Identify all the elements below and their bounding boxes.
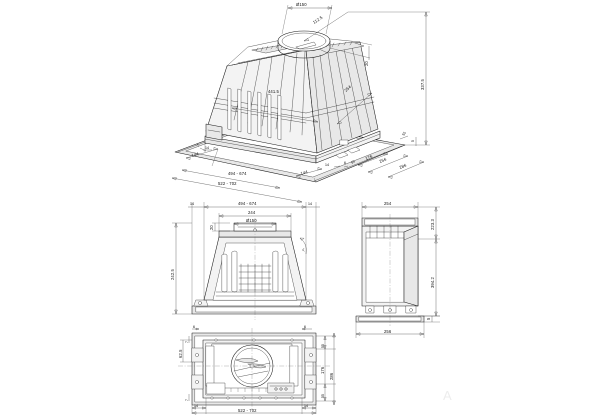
iso-dim-duct-diameter: Ø150	[296, 2, 307, 7]
front-dimensions: 494 - 674 14 14 244 Ø150 20	[170, 201, 320, 315]
iso-dim-body-depth: 254	[343, 84, 352, 93]
iso-dim-total-height: 337.5	[420, 78, 425, 90]
plan-dim-edge-l: 6	[193, 325, 195, 329]
plan-view: 6 6 7 7 62.5 55 176	[178, 325, 336, 415]
plan-dim-height-left: 62.5	[178, 349, 183, 358]
iso-dim-notch-b: 14	[325, 163, 329, 167]
iso-fittings	[335, 139, 361, 159]
iso-dim-depth-mid: 256	[379, 156, 388, 164]
iso-dim-depth-inner: 176	[365, 153, 374, 161]
side-dim-upper-height: 223.3	[430, 218, 435, 230]
plan-dim-flange-b: 7	[185, 399, 189, 401]
side-dim-lower-height: 394.2	[430, 276, 435, 288]
iso-dim-cutout-width: 494 - 674	[228, 171, 247, 176]
front-view: 494 - 674 14 14 244 Ø150 20	[170, 201, 320, 320]
iso-base	[204, 130, 381, 164]
front-dim-duct-diameter: Ø150	[246, 218, 257, 223]
plan-dimensions: 6 6 7 7 62.5 55 176	[178, 325, 336, 415]
iso-dim-notch-c: 6	[344, 161, 346, 165]
plan-dim-inner-depth: 176	[320, 366, 325, 374]
side-dimensions: 254 223.3 394.2 5 256	[355, 201, 440, 338]
side-dim-base-width: 256	[384, 329, 392, 334]
plan-dim-inset-right: 14	[304, 404, 308, 408]
iso-dim-duct-height: 20	[364, 61, 369, 66]
plan-dim-step-top: 55	[321, 344, 325, 348]
iso-body	[205, 35, 379, 154]
plan-dim-inset-left: 14	[194, 404, 198, 408]
front-dim-total-height: 242.5	[170, 268, 175, 280]
plan-dim-edge-r: 6	[304, 325, 306, 329]
front-dim-cutout-width: 494 - 674	[238, 201, 257, 206]
iso-dim-notch-a: 14	[205, 146, 209, 150]
front-dim-duct-height: 20	[209, 225, 214, 230]
side-dim-top-width: 254	[384, 201, 392, 206]
iso-dim-duct-offset: 112.5	[312, 15, 324, 25]
iso-dim-small-e: 5	[411, 140, 415, 142]
plan-dim-flange-t: 7	[185, 341, 189, 343]
front-dim-plate-l: 14	[190, 202, 194, 206]
plan-dim-overall-width: 522 - 702	[238, 408, 257, 413]
iso-dim-outer-width: 522 - 702	[218, 181, 237, 186]
watermark: A	[443, 388, 452, 403]
iso-dim-body-length: 441.5	[268, 89, 280, 94]
iso-dim-depth-outer: 286	[399, 162, 408, 170]
iso-dim-inset-right: 144	[300, 169, 309, 176]
front-dim-angle: 7°	[301, 247, 306, 252]
plan-dim-outer-depth: 286	[329, 372, 334, 380]
front-dim-top-width: 244	[248, 210, 256, 215]
isometric-view: Ø150 112.5 337.5 20 441.5	[171, 2, 430, 203]
plan-screws	[210, 338, 294, 400]
iso-dim-notch-d: 55	[350, 159, 356, 165]
iso-dim-inset-left: 144	[191, 151, 200, 158]
side-dim-base-thickness: 5	[426, 317, 431, 320]
plan-dim-step-bottom: 55	[321, 394, 325, 398]
iso-dim-side-55: 55	[401, 131, 406, 136]
side-view: 254 223.3 394.2 5 256	[355, 201, 440, 338]
iso-dimensions: Ø150 112.5 337.5 20 441.5	[171, 2, 430, 203]
front-dim-plate-r: 14	[308, 202, 312, 206]
iso-dim-flange-left: 7	[196, 143, 200, 147]
